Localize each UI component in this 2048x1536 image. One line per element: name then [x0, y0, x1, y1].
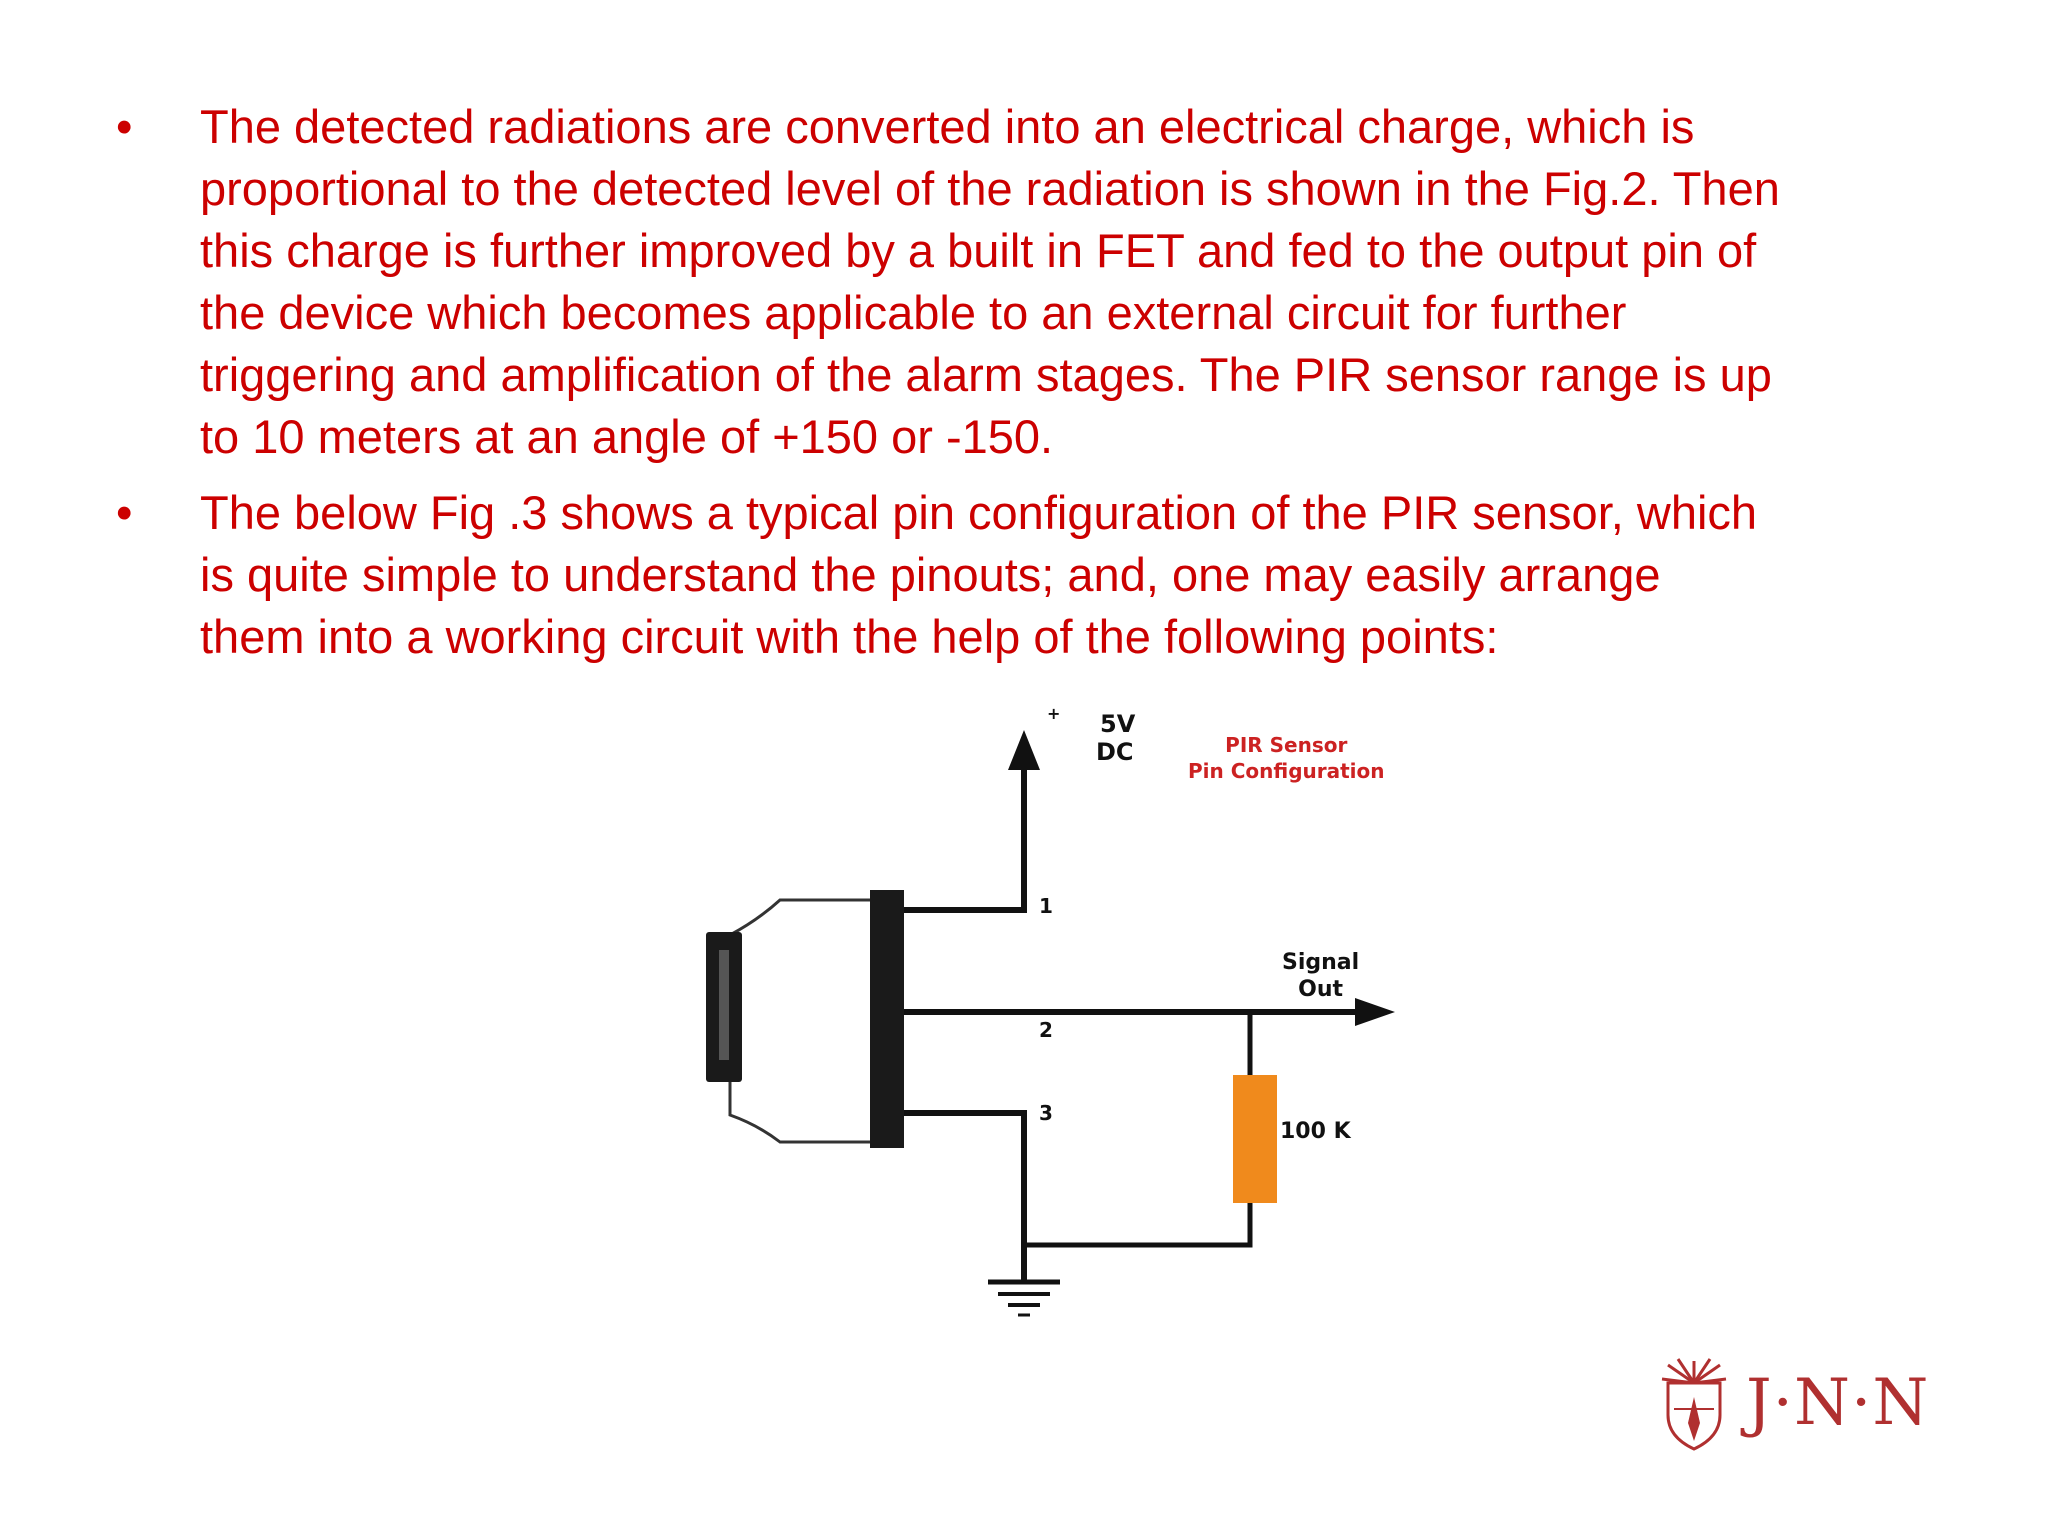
logo-text: J·N·N	[1746, 1365, 1930, 1440]
sensor-dome-outline	[728, 898, 882, 1144]
supply-plus-label: +	[1047, 704, 1061, 723]
bullet-list: • The detected radiations are converted …	[108, 96, 2008, 668]
pin3-label: 3	[1039, 1101, 1053, 1125]
diagram-title: PIR Sensor Pin Configuration	[1188, 733, 1385, 783]
bullet-text: The below Fig .3 shows a typical pin con…	[200, 486, 1758, 663]
pir-pin-diagram: + 5V DC PIR Sensor Pin Configuration 1 2…	[700, 700, 1420, 1340]
signal-out-arrow	[1355, 998, 1395, 1026]
supply-type-label: DC	[1096, 738, 1134, 766]
sensor-window-slit	[719, 950, 729, 1060]
bullet-item: • The below Fig .3 shows a typical pin c…	[108, 482, 2008, 668]
jnn-logo: J·N·N	[1660, 1345, 1960, 1460]
resistor-100k	[1233, 1075, 1277, 1203]
supply-arrow	[1008, 730, 1040, 770]
resistor-label: 100 K	[1280, 1119, 1351, 1144]
wire-pin3	[904, 1110, 1027, 1282]
circuit-diagram	[706, 730, 1395, 1317]
pin2-label: 2	[1039, 1018, 1053, 1042]
bullet-marker: •	[116, 100, 133, 153]
pin1-label: 1	[1039, 894, 1053, 918]
signal-out-label: Signal Out	[1282, 950, 1360, 1002]
sunburst-shield-icon	[1661, 1357, 1727, 1451]
bullet-item: • The detected radiations are converted …	[108, 96, 2008, 468]
bullet-text: The detected radiations are converted in…	[200, 100, 1780, 463]
supply-voltage-label: 5V	[1100, 710, 1136, 738]
wire-resistor-bottom	[1024, 1203, 1253, 1248]
bullet-marker: •	[116, 486, 133, 539]
wire-pin1	[904, 760, 1027, 913]
sensor-body	[870, 890, 904, 1148]
